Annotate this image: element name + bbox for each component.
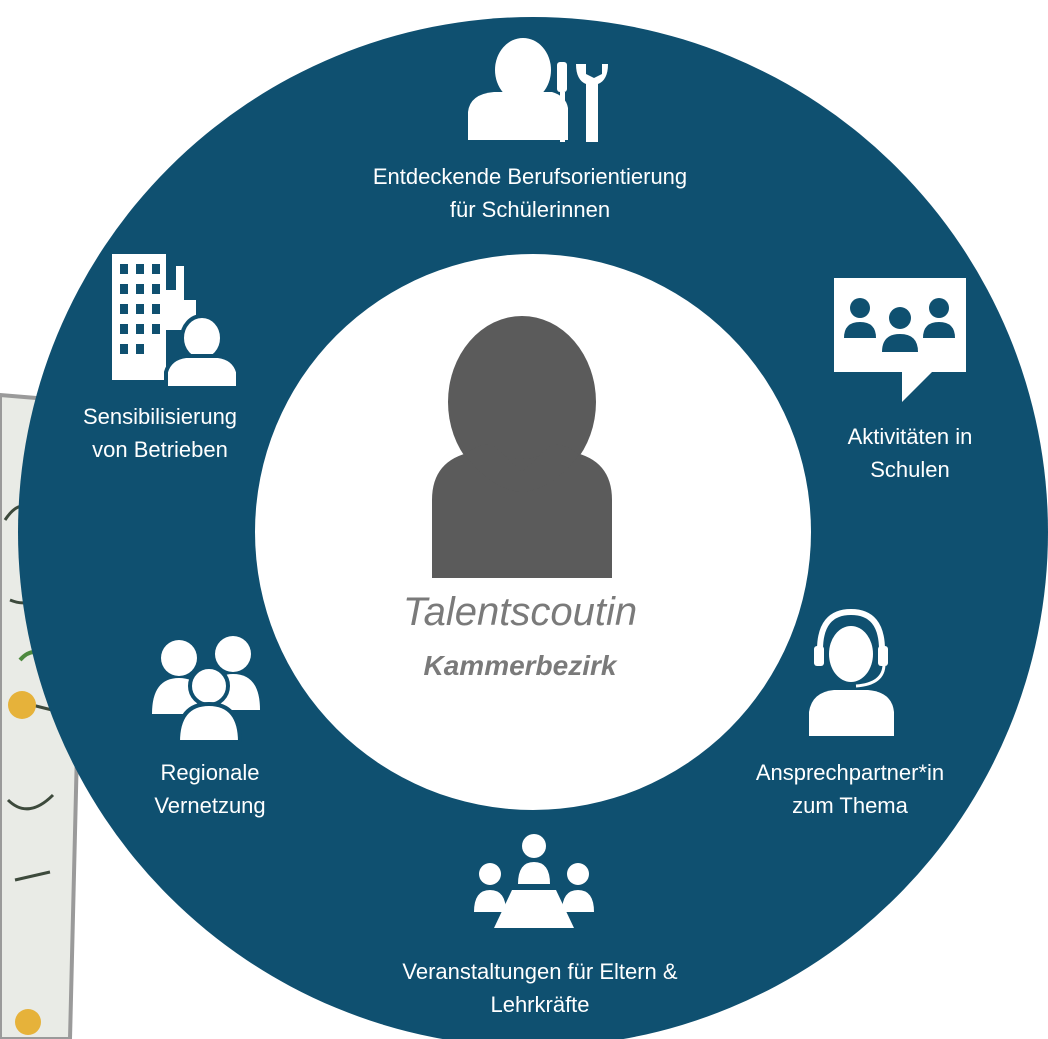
- label-ansprechpartner: Ansprechpartner*in zum Thema: [710, 756, 990, 822]
- center-subtitle: Kammerbezirk: [423, 650, 617, 681]
- label-line-1: Veranstaltungen für Eltern &: [402, 959, 678, 984]
- label-line-1: Entdeckende Berufsorientierung: [372, 164, 688, 189]
- building-person-icon: [112, 254, 240, 390]
- label-line-2: von Betrieben: [92, 437, 228, 462]
- label-line-2: für Schülerinnen: [449, 197, 611, 222]
- label-line-2: zum Thema: [792, 793, 908, 818]
- label-veranstaltungen: Veranstaltungen für Eltern & Lehrkräfte: [340, 955, 740, 1021]
- label-berufsorientierung: Entdeckende Berufsorientierung für Schül…: [300, 160, 760, 226]
- headset-person-icon: [809, 608, 894, 736]
- label-line-1: Regionale: [160, 760, 260, 785]
- meeting-table-icon: [474, 834, 594, 928]
- label-line-1: Aktivitäten in: [847, 424, 973, 449]
- label-aktivitaeten: Aktivitäten in Schulen: [800, 420, 1020, 486]
- worker-tools-icon: [468, 38, 608, 142]
- center-title: Talentscoutin: [402, 590, 638, 634]
- label-line-2: Schulen: [870, 457, 950, 482]
- person-silhouette-icon: [432, 316, 612, 578]
- label-line-2: Lehrkräfte: [490, 992, 590, 1017]
- people-group-icon: [152, 636, 260, 744]
- label-line-1: Ansprechpartner*in: [755, 760, 945, 785]
- label-line-1: Sensibilisierung: [82, 404, 238, 429]
- label-line-2: Vernetzung: [154, 793, 266, 818]
- label-vernetzung: Regionale Vernetzung: [110, 756, 310, 822]
- speech-bubble-group-icon: [834, 278, 966, 402]
- label-sensibilisierung: Sensibilisierung von Betrieben: [50, 400, 270, 466]
